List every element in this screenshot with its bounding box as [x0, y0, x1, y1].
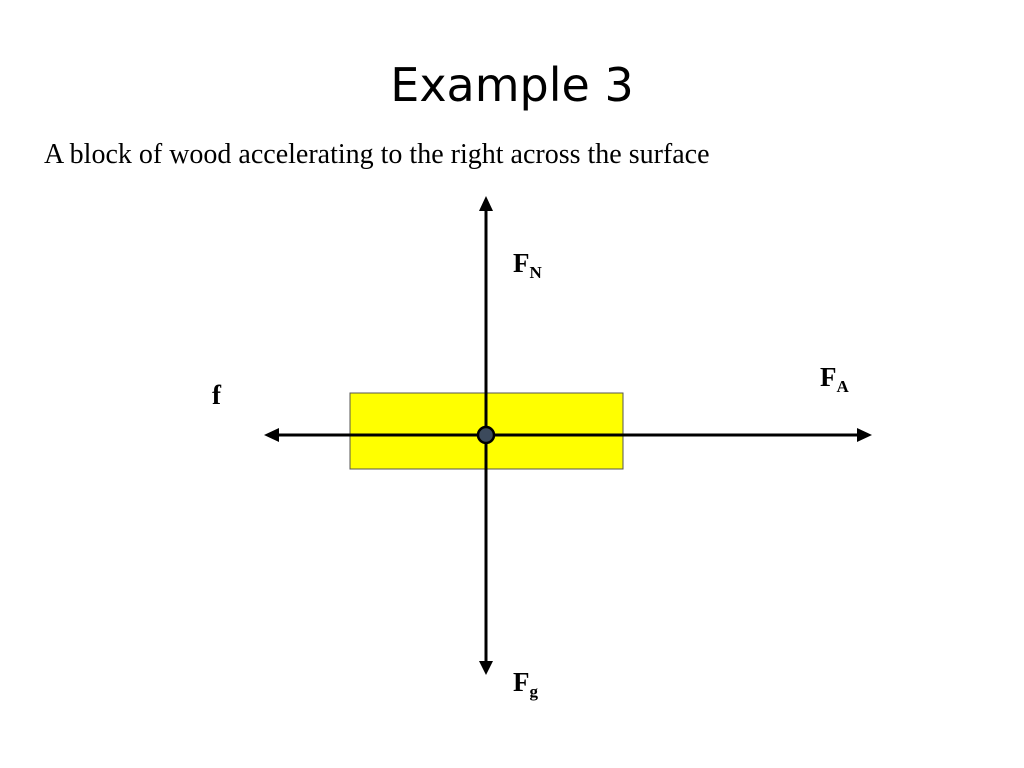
applied-force-arrowhead [857, 428, 872, 442]
friction-arrowhead [264, 428, 279, 442]
friction-label: f [212, 380, 222, 410]
gravity-label: Fg [513, 667, 539, 701]
normal-force-label: FN [513, 248, 543, 282]
normal-force-arrowhead [479, 196, 493, 211]
applied-force-label: FA [820, 362, 850, 396]
slide-title: Example 3 [390, 58, 634, 112]
center-of-mass-point [476, 425, 496, 445]
gravity-arrowhead [479, 661, 493, 675]
slide-subtitle: A block of wood accelerating to the righ… [44, 139, 710, 170]
